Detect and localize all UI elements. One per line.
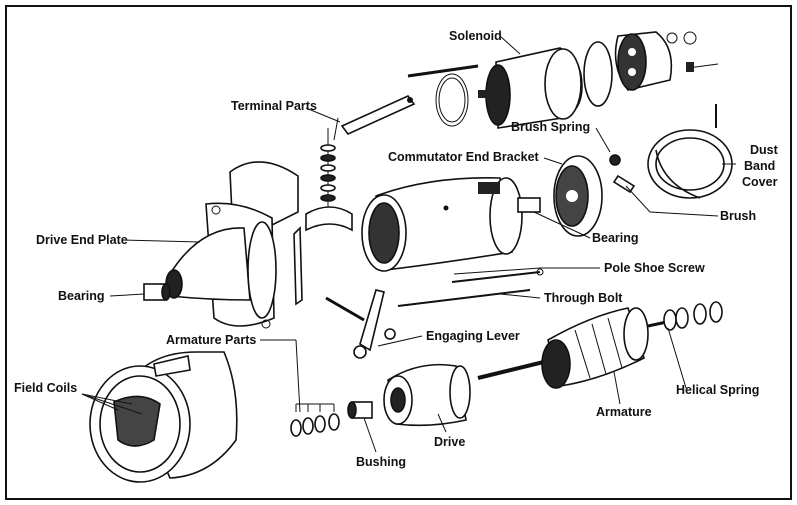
bolt-parts [397,268,544,307]
label-through-bolt: Through Bolt [544,291,623,305]
drive-part [383,363,471,427]
label-bearing-left: Bearing [58,289,105,303]
dust-band-cover-part [647,129,733,199]
label-brush-spring: Brush Spring [511,120,590,134]
bearing-left-part [143,283,171,301]
label-brush: Brush [720,209,756,223]
drive-end-plate-part [165,161,299,329]
solenoid-part [407,41,613,129]
label-commutator-end-bracket: Commutator End Bracket [388,150,540,164]
label-armature: Armature [596,405,652,419]
label-drive: Drive [434,435,465,449]
armature-part [477,307,677,389]
bushing-part [347,401,373,419]
label-helical-spring: Helical Spring [676,383,759,397]
engaging-lever-part [293,226,396,359]
label-solenoid: Solenoid [449,29,502,43]
terminal-parts-part [305,95,416,232]
label-dust-band-cover-line2: Band [744,159,775,173]
brush-parts [609,104,717,194]
commutator-end-bracket-part [517,155,603,237]
label-pole-shoe-screw: Pole Shoe Screw [604,261,705,275]
label-engaging-lever: Engaging Lever [426,329,520,343]
armature-washers-part [290,403,340,437]
helical-spring-part [663,301,723,331]
label-dust-band-cover-line3: Cover [742,175,778,189]
diagram-frame [5,5,792,500]
label-armature-parts: Armature Parts [166,333,256,347]
field-coils-part [89,351,238,483]
leader-lines [81,35,736,453]
label-terminal-parts: Terminal Parts [231,99,317,113]
label-dust-band-cover-line1: Dust [750,143,779,157]
label-bearing-right: Bearing [592,231,639,245]
label-field-coils: Field Coils [14,381,77,395]
label-bushing: Bushing [356,455,406,469]
field-frame-part [361,177,523,272]
solenoid-cap-part [614,31,719,91]
label-drive-end-plate: Drive End Plate [36,233,128,247]
